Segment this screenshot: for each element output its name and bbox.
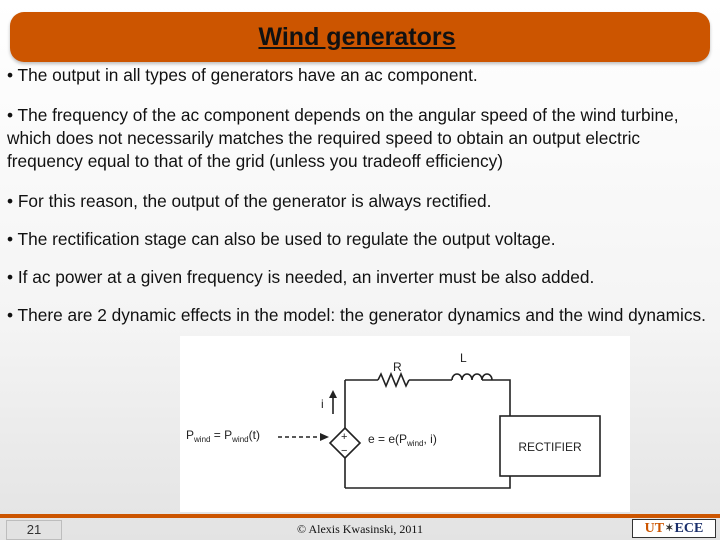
bullet-item: • If ac power at a given frequency is ne… (7, 267, 595, 287)
ut-ece-logo: UT ✶ ECE (632, 519, 716, 538)
bullet-item: • The frequency of the ac component depe… (7, 105, 679, 171)
generator-circuit-diagram: R L i + − Pwind = Pwind(t) e = e(Pwind, … (180, 336, 630, 512)
inductor-symbol (451, 373, 493, 381)
bullet-item: • There are 2 dynamic effects in the mod… (7, 305, 706, 325)
rectifier-block (499, 415, 601, 477)
current-label: i (321, 397, 324, 411)
source-minus-sign: − (341, 445, 347, 457)
wind-power-input-label: Pwind = Pwind(t) (186, 428, 260, 444)
rectifier-label: RECTIFIER (518, 440, 582, 454)
copyright-notice: © Alexis Kwasinski, 2011 (296, 522, 423, 536)
bullet-item: • The rectification stage can also be us… (7, 229, 556, 249)
logo-ece-text: ECE (674, 521, 704, 536)
bullet-item: • The output in all types of generators … (7, 65, 478, 85)
logo-ut-text: UT (644, 521, 665, 536)
resistor-symbol (377, 371, 410, 389)
footer-divider (0, 514, 720, 518)
emf-equation-label: e = e(Pwind, i) (368, 432, 437, 448)
inductor-label: L (460, 351, 467, 365)
source-plus-sign: + (341, 431, 347, 443)
bullet-item: • For this reason, the output of the gen… (7, 191, 492, 211)
dependent-source (328, 426, 362, 460)
slide-number: 21 (6, 520, 62, 540)
title-bar (10, 12, 710, 62)
logo-separator-icon: ✶ (665, 523, 674, 534)
slide-title: Wind generators (258, 23, 456, 51)
resistor-label: R (393, 360, 402, 374)
